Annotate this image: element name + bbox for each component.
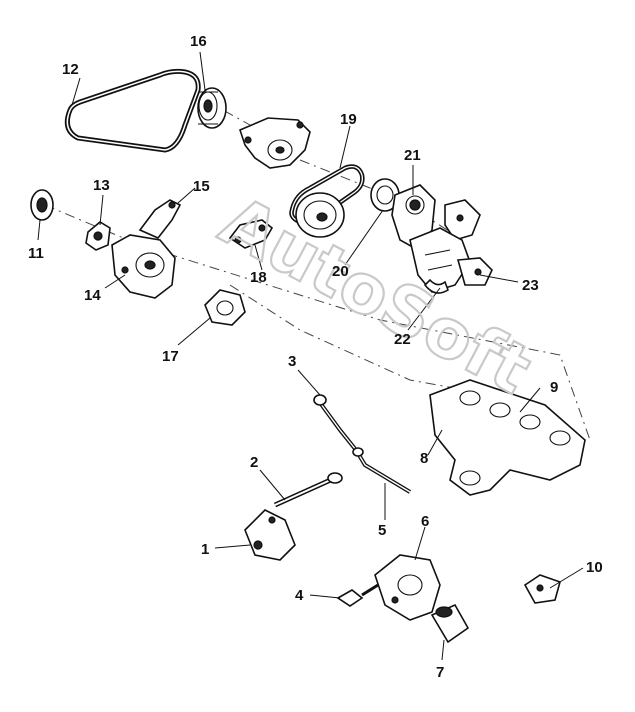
dipstick-tube-5 (313, 394, 412, 494)
callout-1: 1 (201, 541, 209, 558)
callout-21: 21 (404, 147, 421, 164)
callout-3: 3 (288, 353, 296, 370)
drive-belt-12 (64, 68, 201, 153)
callout-13: 13 (93, 177, 110, 194)
callout-14: 14 (84, 287, 101, 304)
belt-19 (289, 164, 365, 225)
alternator-14 (111, 234, 176, 299)
callout-7: 7 (436, 664, 444, 681)
tensioner-17 (204, 289, 246, 326)
bracket-ring (423, 278, 449, 294)
pulley-11 (30, 189, 54, 221)
water-pump-housing (239, 117, 311, 169)
bracket-clip-23 (456, 257, 493, 286)
callout-9: 9 (550, 379, 558, 396)
pulley-20 (370, 178, 400, 212)
engine-mount-1 (244, 509, 296, 561)
callout-23: 23 (522, 277, 539, 294)
callout-15: 15 (193, 178, 210, 195)
tie-rod-2 (273, 472, 343, 508)
oil-filter-housing-6 (374, 554, 441, 621)
callout-8: 8 (420, 450, 428, 467)
exhaust-manifold-9 (429, 379, 586, 496)
sensor-10 (523, 574, 561, 604)
callout-11: 11 (28, 245, 44, 262)
callout-10: 10 (586, 559, 603, 576)
callout-labels: 12 16 19 21 11 13 15 14 18 17 20 22 23 3… (28, 33, 603, 681)
oil-pressure-sender-4 (336, 583, 379, 607)
callout-16: 16 (190, 33, 207, 50)
callout-19: 19 (340, 111, 357, 128)
leader-lines (37, 51, 584, 661)
callout-12: 12 (62, 61, 79, 78)
callout-4: 4 (295, 587, 304, 604)
callout-20: 20 (332, 263, 349, 280)
pulley-16 (197, 87, 227, 129)
callout-6: 6 (421, 513, 429, 530)
callout-22: 22 (394, 331, 411, 348)
bracket-right (444, 199, 481, 241)
callout-5: 5 (378, 522, 386, 539)
callout-2: 2 (250, 454, 258, 471)
watermark-text: AutoSoft (208, 182, 544, 410)
callout-17: 17 (162, 348, 179, 365)
callout-18: 18 (250, 269, 267, 286)
oil-filter-7 (430, 603, 470, 644)
bracket-15 (138, 199, 182, 239)
pulley-wheel (295, 192, 345, 238)
adjuster-bracket-18 (228, 219, 274, 249)
pulley-13 (85, 221, 111, 251)
